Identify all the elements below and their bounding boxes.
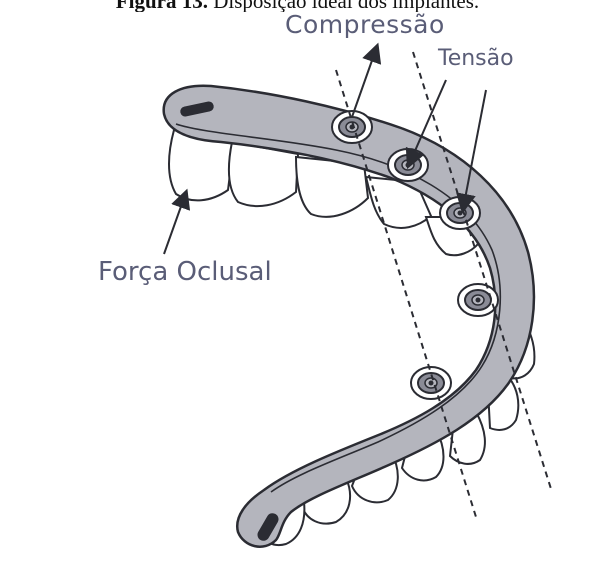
implant-screw-5 [411,367,451,399]
implant-diagram: Compressão Tensão Força Oclusal [6,12,589,562]
implant-screw-2 [388,149,428,181]
label-tensao: Tensão [438,48,514,70]
dental-arch-illustration [6,12,589,562]
label-compressao: Compressão [285,12,445,37]
label-forca-oclusal: Força Oclusal [98,259,272,285]
implant-screw-4 [458,284,498,316]
occlusal-force-arrow [164,198,184,254]
compression-arrow [352,52,375,117]
